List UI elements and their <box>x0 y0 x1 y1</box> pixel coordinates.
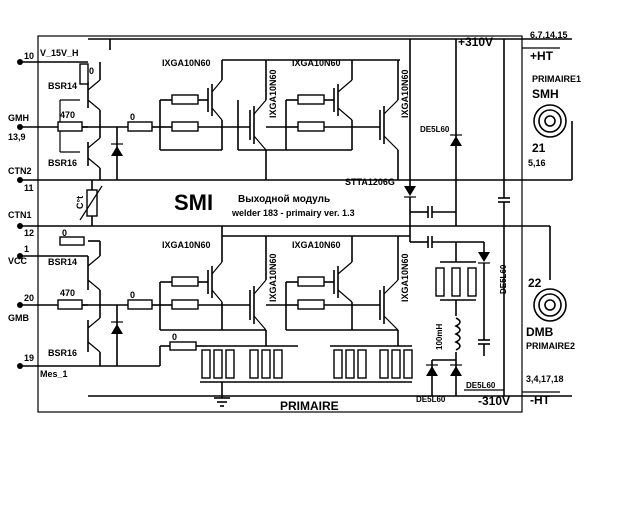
svg-text:IXGA10N60: IXGA10N60 <box>400 69 410 118</box>
svg-text:5,16: 5,16 <box>528 158 546 168</box>
module-title: SMI <box>174 190 213 215</box>
svg-text:STTA1206G: STTA1206G <box>345 177 395 187</box>
connector-dmb: 22 DMB PRIMAIRE2 <box>526 226 575 351</box>
svg-text:IXGA10N60: IXGA10N60 <box>268 253 278 302</box>
svg-text:DE5L60: DE5L60 <box>499 264 508 294</box>
svg-text:0: 0 <box>62 228 67 238</box>
svg-text:C°t: C°t <box>75 196 85 209</box>
svg-text:0: 0 <box>130 290 135 300</box>
svg-text:DE5L60: DE5L60 <box>420 125 450 134</box>
minus-310v-label: -310V <box>478 394 510 408</box>
bottom-igbt-bank: IXGA10N60 IXGA10N60 IXGA10N60 IXGA10N60 <box>159 226 410 346</box>
svg-text:IXGA10N60: IXGA10N60 <box>162 58 211 68</box>
svg-text:BSR14: BSR14 <box>48 81 77 91</box>
svg-text:SMH: SMH <box>532 87 559 101</box>
svg-text:10: 10 <box>24 51 34 61</box>
svg-text:IXGA10N60: IXGA10N60 <box>162 240 211 250</box>
svg-text:PRIMAIRE2: PRIMAIRE2 <box>526 341 575 351</box>
svg-text:21: 21 <box>532 141 546 155</box>
svg-text:IXGA10N60: IXGA10N60 <box>292 58 341 68</box>
board-outline <box>37 35 523 413</box>
module-version: welder 183 - primairy ver. 1.3 <box>231 208 355 218</box>
svg-text:IXGA10N60: IXGA10N60 <box>400 253 410 302</box>
left-pins: 10 V_15V_H GMH 13,9 CTN2 11 CTN1 12 1 VC… <box>8 48 572 379</box>
svg-text:0: 0 <box>172 332 177 342</box>
emitter-resistors <box>200 345 413 407</box>
svg-text:1: 1 <box>24 244 29 254</box>
top-driver: BSR14 BSR16 0 470 0 <box>48 62 160 180</box>
pins-bottom-label: 3,4,17,18 <box>526 374 564 384</box>
svg-text:BSR16: BSR16 <box>48 348 77 358</box>
svg-text:GMH: GMH <box>8 113 29 123</box>
svg-text:470: 470 <box>60 110 75 120</box>
plus-ht-label: +HT <box>530 49 554 63</box>
primaire-label: PRIMAIRE <box>280 399 339 413</box>
bottom-driver: BSR14 BSR16 0 470 0 0 <box>48 228 206 366</box>
svg-text:19: 19 <box>24 353 34 363</box>
svg-text:BSR16: BSR16 <box>48 158 77 168</box>
svg-text:DE5L60: DE5L60 <box>416 395 446 404</box>
svg-text:IXGA10N60: IXGA10N60 <box>268 69 278 118</box>
plus-310v-label: +310V <box>458 35 493 49</box>
ctn-thermistor: C°t <box>75 180 103 226</box>
svg-text:VCC: VCC <box>8 256 28 266</box>
bottom-right-network: 100mH DE5L60 DE5L60 DE5L60 <box>416 241 508 404</box>
svg-text:Mes_1: Mes_1 <box>40 369 68 379</box>
module-subtitle: Выходной модуль <box>238 194 330 205</box>
svg-text:0: 0 <box>89 66 94 76</box>
svg-text:22: 22 <box>528 276 542 290</box>
svg-text:DE5L60: DE5L60 <box>466 381 496 390</box>
svg-text:CTN2: CTN2 <box>8 166 32 176</box>
svg-text:11: 11 <box>24 183 34 193</box>
top-right-network: STTA1206G DE5L60 <box>345 39 510 396</box>
svg-text:GMB: GMB <box>8 313 29 323</box>
pins-top-label: 6,7,14,15 <box>530 30 568 40</box>
svg-text:100mH: 100mH <box>435 324 444 350</box>
connector-smh: PRIMAIRE1 SMH 21 5,16 <box>528 74 581 180</box>
svg-text:V_15V_H: V_15V_H <box>40 48 79 58</box>
svg-text:DMB: DMB <box>526 325 554 339</box>
top-igbt-bank: IXGA10N60 IXGA10N60 IXGA10N60 IXGA10N60 <box>159 58 410 180</box>
svg-text:CTN1: CTN1 <box>8 210 32 220</box>
svg-text:20: 20 <box>24 293 34 303</box>
svg-text:0: 0 <box>130 112 135 122</box>
svg-text:PRIMAIRE1: PRIMAIRE1 <box>532 74 581 84</box>
svg-text:13,9: 13,9 <box>8 132 26 142</box>
minus-ht-label: -HT <box>530 393 551 407</box>
svg-text:BSR14: BSR14 <box>48 257 77 267</box>
svg-text:IXGA10N60: IXGA10N60 <box>292 240 341 250</box>
svg-text:12: 12 <box>24 228 34 238</box>
svg-text:470: 470 <box>60 288 75 298</box>
